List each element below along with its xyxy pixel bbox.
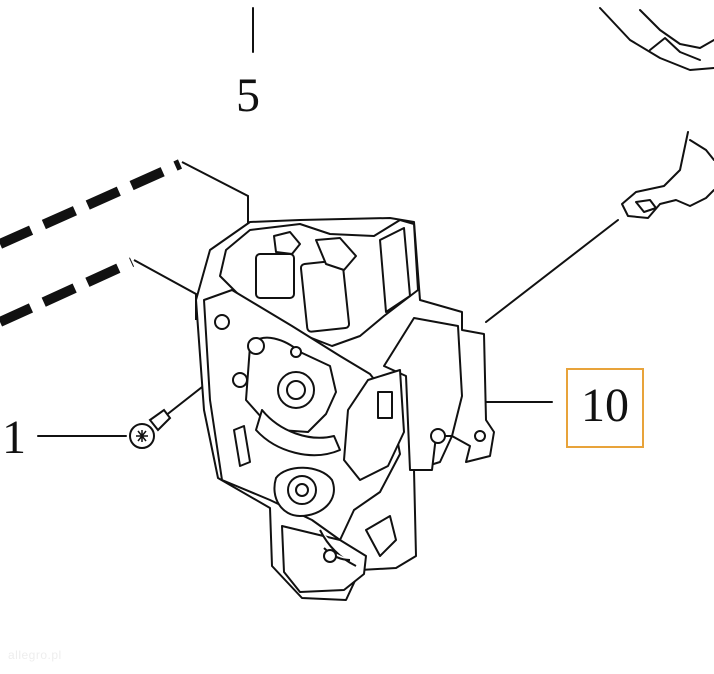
callout-label-1: 1 [2, 411, 26, 464]
leader-line-10-upper [485, 219, 619, 323]
callout-label-10-highlighted: 10 [566, 368, 644, 448]
striker-bracket [621, 131, 714, 219]
screw-part [129, 408, 172, 449]
callout-label-5: 5 [236, 69, 260, 122]
body-panel-fragment [599, 7, 714, 71]
cable-lower [0, 257, 135, 327]
lock-body [195, 217, 495, 601]
cable-upper [0, 159, 183, 249]
watermark: allegro.pl [8, 648, 62, 662]
